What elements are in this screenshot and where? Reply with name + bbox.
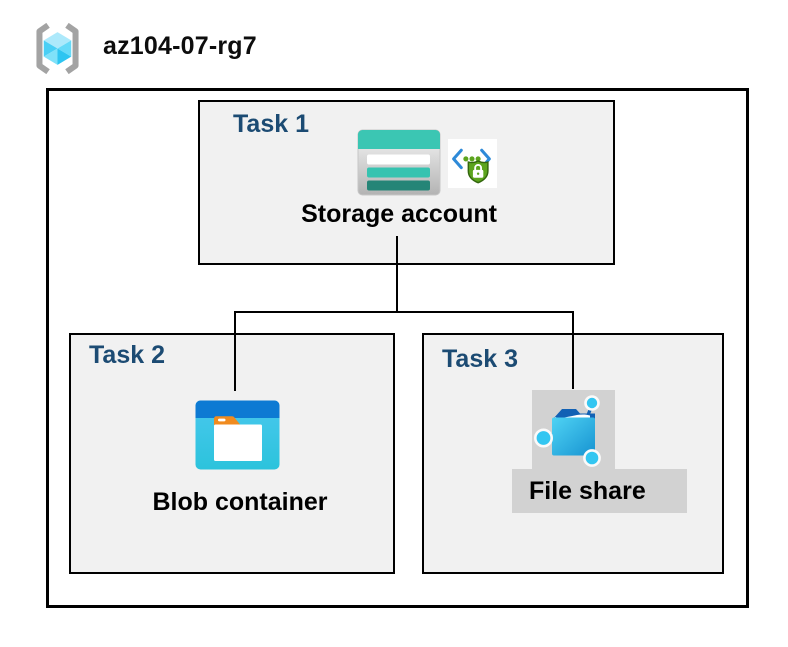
blob-container-icon — [195, 400, 280, 470]
connector-storage-stem — [395, 236, 399, 313]
file-share-label: File share — [512, 469, 687, 513]
task2-label: Task 2 — [89, 341, 165, 369]
resource-group-icon — [30, 20, 85, 77]
connector-to-fileshare — [571, 310, 575, 389]
storage-account-icon — [357, 129, 441, 196]
task2-box: Task 2 Blob container — [69, 333, 395, 574]
connector-to-blob — [233, 310, 237, 391]
task1-box: Task 1 — [198, 100, 615, 265]
task1-label: Task 1 — [233, 110, 309, 138]
task3-label: Task 3 — [442, 345, 518, 373]
file-share-icon — [532, 390, 615, 470]
code-brackets-shield-lock-icon — [448, 139, 497, 188]
connector-horizontal — [233, 310, 575, 314]
resource-group-name: az104-07-rg7 — [103, 32, 257, 60]
storage-account-label: Storage account — [301, 200, 497, 228]
task3-box: Task 3 File share — [422, 333, 724, 574]
blob-container-label: Blob container — [152, 488, 328, 516]
